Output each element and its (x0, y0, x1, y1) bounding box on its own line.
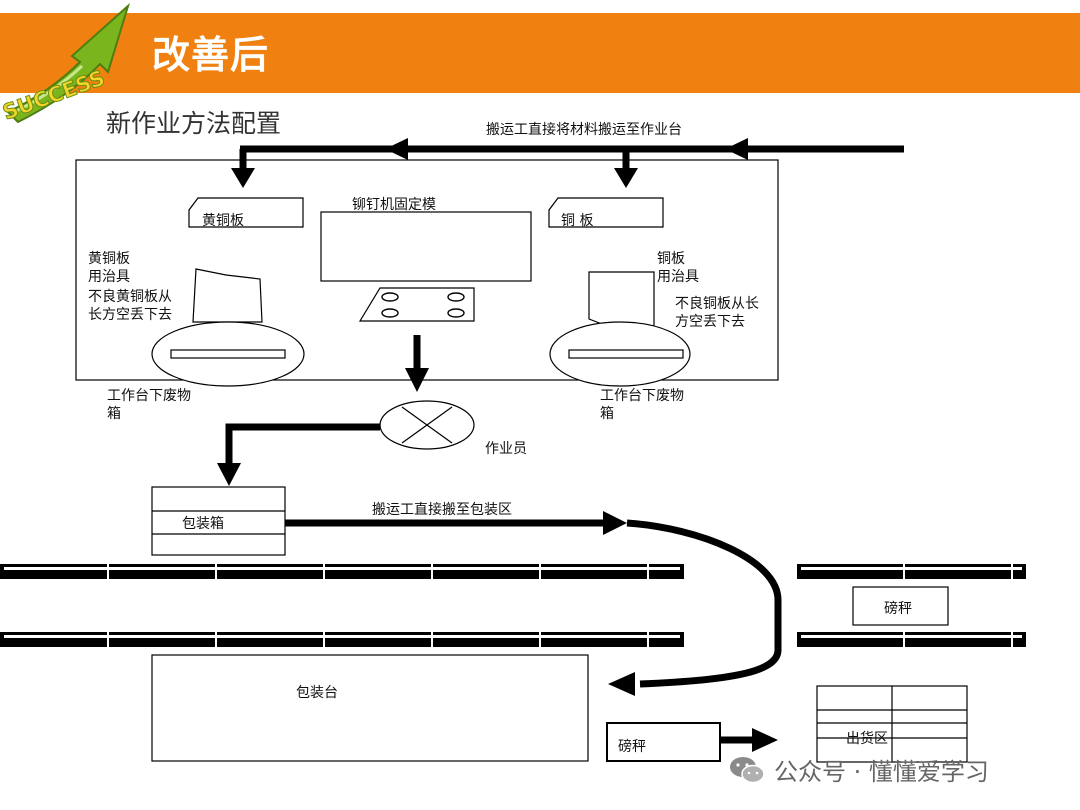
brass-reject-note: 不良黄铜板从 长方空丢下去 (88, 289, 172, 323)
shipping-area-grid (816, 685, 968, 763)
brass-plate-label: 黄铜板 (202, 213, 244, 229)
conveyor-rail-joints (107, 564, 1013, 647)
layout-subtitle: 新作业方法配置 (106, 109, 282, 138)
page-title: 改善后 (152, 33, 270, 77)
rivet-fixture-box (320, 211, 532, 282)
copper-jig-label: 铜板 用治具 (657, 251, 699, 285)
packing-box-label: 包装箱 (182, 516, 224, 532)
arrow-to-packing-box (217, 463, 241, 486)
conveyor-rail-highlights (4, 567, 1022, 638)
scale-right-box (852, 586, 949, 626)
success-logo: SUCCESS (0, 2, 130, 125)
waste-bin-left-label: 工作台下废物 箱 (107, 388, 191, 422)
operator-label: 作业员 (485, 441, 527, 457)
arrow-to-shipping (752, 728, 778, 752)
rivet-fixture-label: 铆钉机固定模 (352, 197, 436, 213)
rivet-base-plate (358, 287, 475, 322)
arrow-to-packing-area (603, 511, 627, 535)
brass-jig-label: 黄铜板 用治具 (88, 251, 130, 285)
curved-transport-path (626, 519, 782, 688)
shipping-area-label: 出货区 (846, 731, 888, 747)
watermark: 公众号 · 懂懂爱学习 (728, 752, 989, 787)
packing-table-label: 包装台 (296, 685, 338, 701)
workstation-frame (75, 159, 779, 381)
copper-plate-tray (548, 197, 664, 228)
packing-table-box (151, 654, 589, 762)
packing-box (151, 486, 286, 556)
copper-plate-label: 铜 板 (561, 213, 594, 229)
brass-plate-tray (188, 197, 304, 228)
copper-reject-note: 不良铜板从长 方空丢下去 (675, 296, 759, 330)
pack-transport-label: 搬运工直接搬至包装区 (372, 502, 512, 518)
operator-symbol (379, 400, 475, 450)
scale-bottom-label: 磅秤 (618, 739, 646, 755)
arrow-to-packing-table (608, 672, 635, 696)
brass-jig (192, 268, 263, 323)
watermark-text: 公众号 · 懂懂爱学习 (774, 758, 989, 786)
copper-jig (588, 271, 655, 328)
top-transport-label: 搬运工直接将材料搬运至作业台 (486, 122, 682, 138)
scale-right-label: 磅秤 (884, 601, 912, 617)
wechat-icon (730, 756, 765, 783)
waste-bin-right-label: 工作台下废物 箱 (600, 388, 684, 422)
header-banner (0, 13, 1080, 93)
top-transport-arrow (231, 138, 904, 188)
down-arrow-operator (405, 368, 429, 392)
